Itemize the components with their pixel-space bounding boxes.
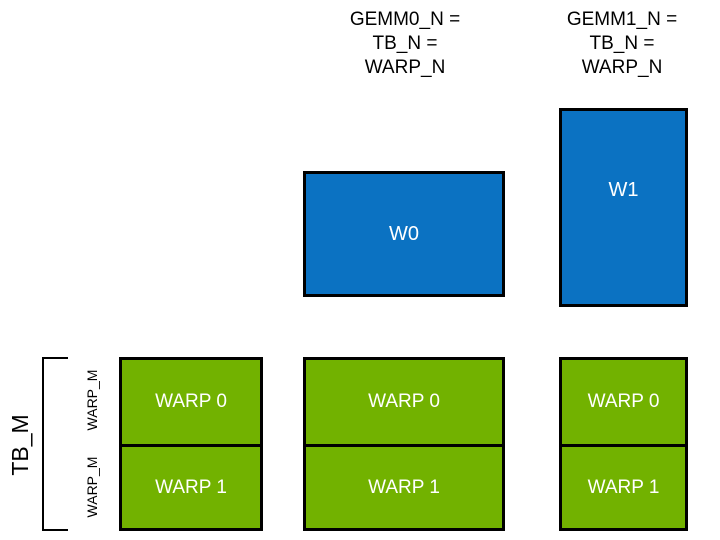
green-cell-warp1: WARP 1 xyxy=(122,444,260,528)
green-cell-warp1-label: WARP 1 xyxy=(155,476,227,498)
green-cell-warp1: WARP 1 xyxy=(562,444,685,528)
green-cell-warp0: WARP 0 xyxy=(306,360,502,444)
green-cell-warp0-label: WARP 0 xyxy=(155,391,227,412)
green-column-0: WARP 0 WARP 1 xyxy=(119,357,263,531)
tb-m-bracket xyxy=(42,357,68,531)
green-cell-warp0-label: WARP 0 xyxy=(368,391,440,412)
green-cell-warp0: WARP 0 xyxy=(122,360,260,444)
column-caption-gemm0: GEMM0_N = TB_N = WARP_N xyxy=(349,9,461,78)
green-cell-warp1-label: WARP 1 xyxy=(587,476,660,498)
green-column-2: WARP 0 WARP 1 xyxy=(559,357,688,531)
blue-tile-w1-label: W1 xyxy=(608,178,639,201)
blue-tile-w0: W0 xyxy=(303,171,505,297)
green-cell-warp0: WARP 0 xyxy=(562,360,685,444)
blue-tile-w0-label: W0 xyxy=(389,223,419,245)
column-caption-gemm1: GEMM1_N = TB_N = WARP_N xyxy=(566,9,678,78)
blue-tile-w1: W1 xyxy=(559,108,688,307)
warp-m-label-top: WARP_M xyxy=(84,369,100,431)
tb-m-label: TB_M xyxy=(7,414,33,476)
green-cell-warp1-label: WARP 1 xyxy=(368,476,440,498)
green-cell-warp0-label: WARP 0 xyxy=(587,391,660,412)
warp-m-label-bottom: WARP_M xyxy=(84,456,100,518)
green-cell-warp1: WARP 1 xyxy=(306,444,502,528)
green-column-1: WARP 0 WARP 1 xyxy=(303,357,505,531)
